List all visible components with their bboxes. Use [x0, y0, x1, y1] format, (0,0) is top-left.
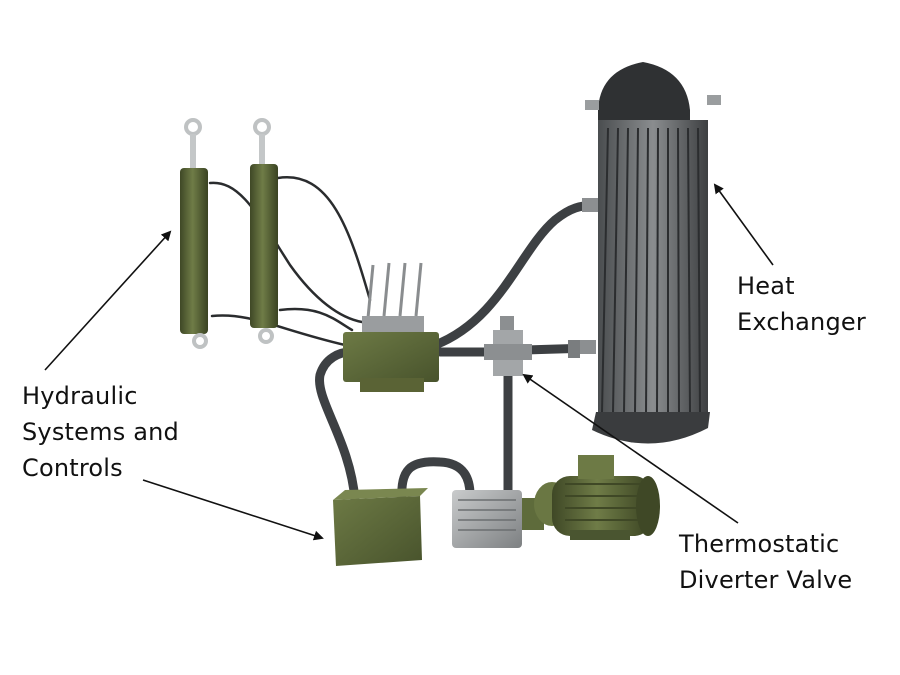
hose-cyl1-bottom — [210, 314, 347, 347]
thermostatic-valve-label: Thermostatic Diverter Valve — [679, 526, 852, 598]
hydraulic-pump — [452, 490, 522, 548]
arrow-hydraulic-tank — [142, 479, 324, 541]
hydraulic-label-line3: Controls — [22, 454, 123, 482]
heat-exchanger-unit — [580, 62, 721, 444]
hydraulic-cylinder-left — [180, 118, 208, 349]
leader-arrows — [44, 183, 774, 541]
arrow-thermostatic-valve — [522, 373, 739, 524]
thermostatic-label-line1: Thermostatic — [679, 530, 840, 558]
hydraulic-label-line1: Hydraulic — [22, 382, 138, 410]
thermostatic-diverter-valve-body — [484, 316, 580, 376]
thermostatic-label-line2: Diverter Valve — [679, 566, 853, 594]
hose-tank-to-valve-block — [315, 347, 360, 505]
hose-tank-to-pump — [397, 457, 475, 505]
arrow-heat-exchanger — [713, 183, 774, 266]
heat-exchanger-label: Heat Exchanger — [737, 268, 866, 340]
hydraulic-cylinder-right — [250, 118, 278, 344]
hose-cyl2-bottom — [278, 307, 354, 332]
hydraulic-label-line2: Systems and — [22, 418, 179, 446]
hose-cyl1-top — [208, 181, 364, 324]
hose-cyl2-top — [276, 176, 372, 302]
hoses — [208, 176, 603, 505]
electric-motor — [522, 455, 660, 540]
hose-valve-to-hx-top — [430, 200, 603, 350]
control-valve-block — [343, 262, 439, 392]
hydraulic-reservoir-tank — [333, 488, 428, 566]
heat-exchanger-label-line2: Exchanger — [737, 308, 866, 336]
heat-exchanger-label-line1: Heat — [737, 272, 795, 300]
hydraulic-systems-label: Hydraulic Systems and Controls — [22, 378, 179, 486]
arrow-hydraulic-cylinders — [44, 230, 172, 371]
